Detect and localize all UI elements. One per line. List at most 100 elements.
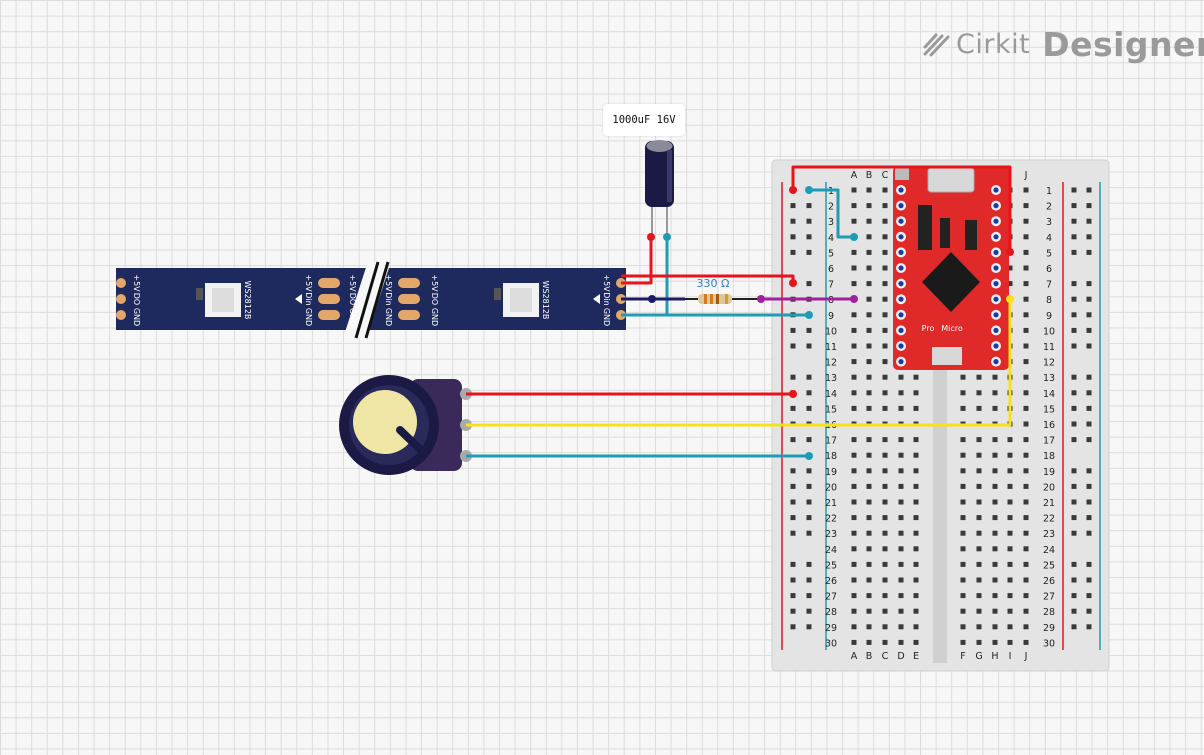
- breadboard-hole[interactable]: [851, 327, 857, 333]
- breadboard-hole[interactable]: [992, 577, 998, 583]
- breadboard-hole[interactable]: [1007, 593, 1013, 599]
- rail-hole[interactable]: [806, 405, 812, 411]
- rail-hole[interactable]: [1071, 203, 1077, 209]
- breadboard-hole[interactable]: [1007, 515, 1013, 521]
- breadboard-hole[interactable]: [976, 515, 982, 521]
- breadboard-hole[interactable]: [882, 546, 888, 552]
- breadboard-hole[interactable]: [882, 390, 888, 396]
- breadboard-hole[interactable]: [992, 437, 998, 443]
- breadboard-hole[interactable]: [992, 468, 998, 474]
- breadboard-hole[interactable]: [913, 530, 919, 536]
- rail-hole[interactable]: [1071, 327, 1077, 333]
- rail-hole[interactable]: [806, 249, 812, 255]
- breadboard-hole[interactable]: [1023, 577, 1029, 583]
- breadboard-hole[interactable]: [866, 468, 872, 474]
- breadboard-hole[interactable]: [866, 359, 872, 365]
- breadboard-hole[interactable]: [913, 561, 919, 567]
- breadboard-hole[interactable]: [882, 483, 888, 489]
- breadboard-hole[interactable]: [1023, 452, 1029, 458]
- breadboard-hole[interactable]: [913, 577, 919, 583]
- rail-hole[interactable]: [1086, 234, 1092, 240]
- breadboard-hole[interactable]: [851, 608, 857, 614]
- breadboard-hole[interactable]: [1023, 468, 1029, 474]
- breadboard-hole[interactable]: [1023, 203, 1029, 209]
- rail-hole[interactable]: [790, 405, 796, 411]
- breadboard-hole[interactable]: [960, 577, 966, 583]
- breadboard-hole[interactable]: [851, 249, 857, 255]
- rail-hole[interactable]: [806, 530, 812, 536]
- breadboard-hole[interactable]: [882, 359, 888, 365]
- rail-hole[interactable]: [790, 468, 796, 474]
- breadboard-hole[interactable]: [976, 452, 982, 458]
- breadboard-hole[interactable]: [851, 265, 857, 271]
- breadboard-hole[interactable]: [882, 218, 888, 224]
- rail-hole[interactable]: [790, 577, 796, 583]
- breadboard-hole[interactable]: [866, 624, 872, 630]
- led-strip[interactable]: WS2812B WS2812B +5V DO GND +5V Din GND +…: [116, 260, 626, 340]
- rail-hole[interactable]: [790, 374, 796, 380]
- breadboard-hole[interactable]: [882, 593, 888, 599]
- breadboard-hole[interactable]: [1023, 249, 1029, 255]
- breadboard-hole[interactable]: [1023, 343, 1029, 349]
- breadboard-hole[interactable]: [976, 483, 982, 489]
- capacitor[interactable]: [645, 140, 674, 237]
- breadboard-hole[interactable]: [851, 218, 857, 224]
- breadboard-hole[interactable]: [882, 577, 888, 583]
- breadboard-hole[interactable]: [882, 343, 888, 349]
- breadboard-hole[interactable]: [1007, 452, 1013, 458]
- breadboard-hole[interactable]: [882, 187, 888, 193]
- breadboard-hole[interactable]: [866, 546, 872, 552]
- rail-hole[interactable]: [806, 561, 812, 567]
- breadboard-hole[interactable]: [960, 405, 966, 411]
- breadboard-hole[interactable]: [976, 374, 982, 380]
- rail-hole[interactable]: [790, 530, 796, 536]
- breadboard-hole[interactable]: [866, 390, 872, 396]
- breadboard-hole[interactable]: [913, 390, 919, 396]
- rail-hole[interactable]: [806, 234, 812, 240]
- breadboard-hole[interactable]: [851, 359, 857, 365]
- rail-hole[interactable]: [790, 593, 796, 599]
- breadboard-hole[interactable]: [913, 483, 919, 489]
- breadboard-hole[interactable]: [960, 546, 966, 552]
- rail-hole[interactable]: [1071, 374, 1077, 380]
- breadboard-hole[interactable]: [1007, 265, 1013, 271]
- breadboard-hole[interactable]: [1023, 546, 1029, 552]
- breadboard-hole[interactable]: [1007, 483, 1013, 489]
- breadboard-hole[interactable]: [851, 312, 857, 318]
- breadboard-hole[interactable]: [866, 639, 872, 645]
- rail-hole[interactable]: [1086, 312, 1092, 318]
- wires[interactable]: [466, 165, 1014, 460]
- breadboard-hole[interactable]: [851, 390, 857, 396]
- breadboard-hole[interactable]: [882, 405, 888, 411]
- rail-hole[interactable]: [790, 561, 796, 567]
- breadboard-hole[interactable]: [992, 374, 998, 380]
- mcu-ground-wire[interactable]: [809, 188, 854, 239]
- breadboard-hole[interactable]: [976, 639, 982, 645]
- breadboard-hole[interactable]: [851, 561, 857, 567]
- breadboard-hole[interactable]: [913, 515, 919, 521]
- breadboard-hole[interactable]: [866, 234, 872, 240]
- breadboard-hole[interactable]: [976, 530, 982, 536]
- rail-hole[interactable]: [806, 327, 812, 333]
- rail-hole[interactable]: [1071, 218, 1077, 224]
- breadboard-hole[interactable]: [898, 468, 904, 474]
- breadboard-hole[interactable]: [992, 483, 998, 489]
- breadboard-hole[interactable]: [976, 390, 982, 396]
- breadboard-hole[interactable]: [882, 312, 888, 318]
- breadboard-hole[interactable]: [1023, 561, 1029, 567]
- breadboard-hole[interactable]: [866, 218, 872, 224]
- wire-endpoint[interactable]: [805, 186, 813, 194]
- breadboard-hole[interactable]: [898, 405, 904, 411]
- rail-hole[interactable]: [1071, 437, 1077, 443]
- breadboard-hole[interactable]: [913, 608, 919, 614]
- rail-hole[interactable]: [1071, 312, 1077, 318]
- breadboard-hole[interactable]: [960, 608, 966, 614]
- wire-endpoint[interactable]: [647, 233, 655, 241]
- pot-signal-wire[interactable]: [466, 299, 1012, 427]
- breadboard-hole[interactable]: [851, 187, 857, 193]
- rail-hole[interactable]: [806, 483, 812, 489]
- breadboard-hole[interactable]: [898, 608, 904, 614]
- rail-hole[interactable]: [1086, 296, 1092, 302]
- breadboard-hole[interactable]: [960, 452, 966, 458]
- breadboard-hole[interactable]: [882, 437, 888, 443]
